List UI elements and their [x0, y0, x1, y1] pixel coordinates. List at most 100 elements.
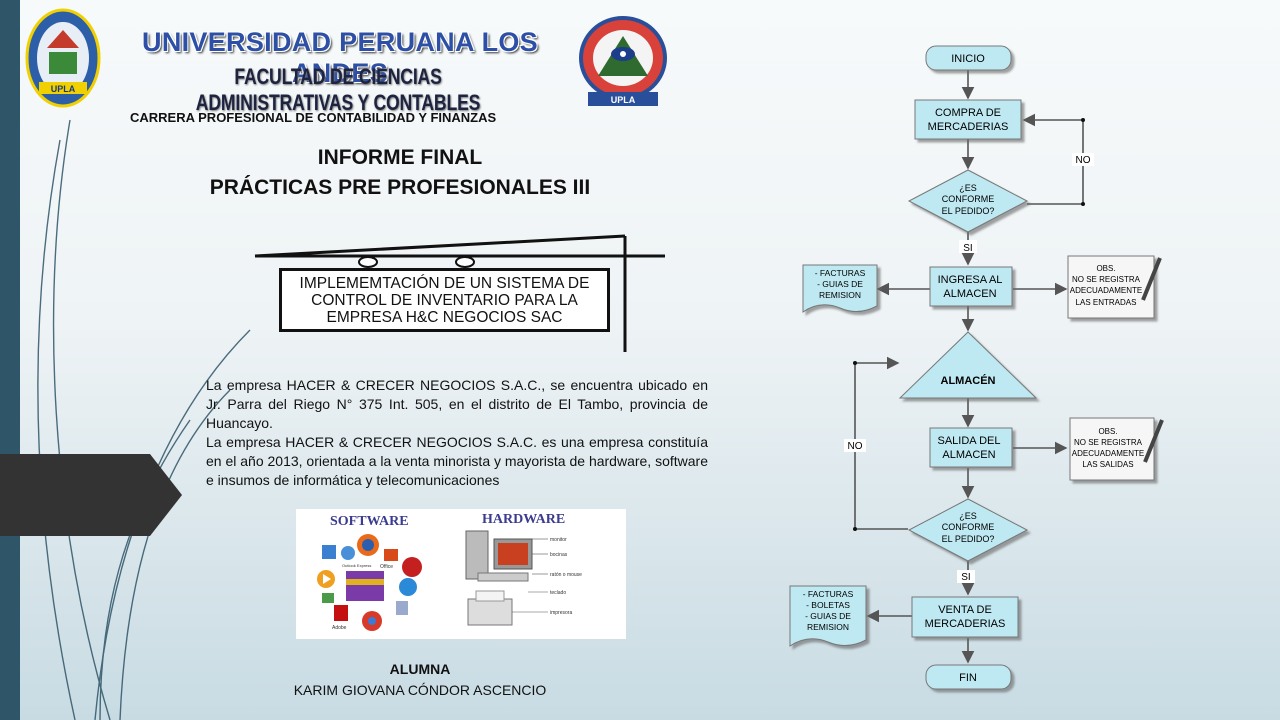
svg-text:teclado: teclado — [550, 590, 566, 596]
svg-text:NO: NO — [848, 441, 863, 452]
university-seal-logo: UPLA — [25, 8, 101, 108]
svg-text:- FACTURAS: - FACTURAS — [815, 268, 866, 278]
svg-text:SI: SI — [961, 572, 970, 583]
svg-text:FIN: FIN — [959, 672, 977, 684]
svg-text:bocinas: bocinas — [550, 552, 568, 558]
flow-observation-2: OBS. NO SE REGISTRA ADECUADAMENTE LAS SA… — [1069, 417, 1164, 481]
svg-text:SI: SI — [963, 243, 972, 254]
flow-label-no-2: NO — [844, 439, 866, 452]
printer-icon — [467, 598, 513, 626]
flow-end-node: FIN — [925, 664, 1012, 690]
inventory-flowchart: INICIO COMPRA DE MERCADERIAS ¿ES CONFORM… — [789, 45, 1164, 690]
left-accent-bar — [0, 0, 20, 720]
hanging-sign-frame — [254, 234, 665, 352]
svg-text:REMISION: REMISION — [807, 622, 849, 632]
faculty-emblem-logo: UPLA — [579, 16, 667, 106]
flow-ingress-node: INGRESA AL ALMACEN — [929, 266, 1013, 307]
svg-text:CONFORME: CONFORME — [942, 194, 995, 204]
topic-line-1: IMPLEMEMTACIÓN DE UN SISTEMA DE — [299, 274, 590, 292]
report-title: INFORME FINAL — [317, 146, 483, 169]
svg-text:¿ES: ¿ES — [959, 511, 977, 521]
svg-text:ALMACÉN: ALMACÉN — [941, 374, 996, 387]
keyboard-icon — [477, 572, 529, 582]
svg-text:UPLA: UPLA — [611, 95, 636, 105]
svg-text:Adobe: Adobe — [332, 625, 347, 631]
dark-tab-shape — [0, 454, 182, 536]
topic-line-2: CONTROL DE INVENTARIO PARA LA — [311, 291, 578, 309]
adobe-icon — [334, 605, 348, 621]
description-paragraph-2: La empresa HACER & CRECER NEGOCIOS S.A.C… — [206, 434, 708, 488]
flow-exit-node: SALIDA DEL ALMACEN — [929, 427, 1013, 468]
software-hardware-image: SOFTWARE HARDWARE Outlook Express Office… — [296, 509, 626, 639]
ie-icon — [399, 578, 417, 596]
winrar-books-icon — [346, 571, 384, 601]
project-topic-box: IMPLEMEMTACIÓN DE UN SISTEMA DE CONTROL … — [279, 268, 610, 332]
flow-decision-2: ¿ES CONFORME EL PEDIDO? — [907, 498, 1029, 562]
flow-decision-1: ¿ES CONFORME EL PEDIDO? — [907, 169, 1029, 233]
svg-text:VENTA DE: VENTA DE — [938, 604, 992, 616]
office-icon — [384, 549, 398, 561]
svg-text:NO SE REGISTRA: NO SE REGISTRA — [1072, 275, 1141, 284]
flow-label-si-2: SI — [957, 570, 975, 583]
files-icon — [322, 593, 334, 603]
flow-purchase-node: COMPRA DE MERCADERIAS — [914, 99, 1022, 140]
topic-line-3: EMPRESA H&C NEGOCIOS SAC — [326, 308, 563, 326]
flow-label-si-1: SI — [959, 240, 977, 254]
svg-text:OBS.: OBS. — [1096, 264, 1115, 273]
svg-text:ADECUADAMENTE: ADECUADAMENTE — [1070, 286, 1142, 295]
recycle-bin-icon — [396, 601, 408, 615]
company-description: La empresa HACER & CRECER NEGOCIOS S.A.C… — [206, 376, 708, 490]
svg-text:NO SE REGISTRA: NO SE REGISTRA — [1074, 438, 1143, 447]
svg-text:EL PEDIDO?: EL PEDIDO? — [942, 206, 995, 216]
svg-text:MERCADERIAS: MERCADERIAS — [925, 618, 1006, 630]
svg-text:REMISION: REMISION — [819, 290, 861, 300]
media-icon — [402, 557, 422, 577]
flow-label-no-1: NO — [1072, 153, 1094, 166]
outlook-icon — [341, 546, 355, 560]
svg-text:CONFORME: CONFORME — [942, 522, 995, 532]
svg-text:INGRESA AL: INGRESA AL — [938, 274, 1003, 286]
svg-text:ratón o mouse: ratón o mouse — [550, 572, 582, 578]
svg-text:INICIO: INICIO — [951, 53, 985, 65]
svg-text:- FACTURAS: - FACTURAS — [803, 589, 854, 599]
windows-icon — [322, 545, 336, 559]
svg-text:¿ES: ¿ES — [959, 183, 977, 193]
svg-text:ADECUADAMENTE: ADECUADAMENTE — [1072, 449, 1144, 458]
pen-icon — [1143, 419, 1164, 463]
svg-text:Office: Office — [380, 564, 393, 570]
flow-start-node: INICIO — [925, 45, 1012, 71]
svg-text:ALMACEN: ALMACEN — [943, 288, 996, 300]
flow-observation-1: OBS. NO SE REGISTRA ADECUADAMENTE LAS EN… — [1067, 255, 1162, 319]
svg-text:LAS SALIDAS: LAS SALIDAS — [1082, 460, 1133, 469]
svg-text:EL PEDIDO?: EL PEDIDO? — [942, 534, 995, 544]
software-label: SOFTWARE — [330, 514, 409, 529]
university-title: UNIVERSIDAD PERUANA LOS ANDES — [142, 27, 538, 88]
svg-text:NO: NO — [1076, 155, 1091, 166]
report-subtitle: PRÁCTICAS PRE PROFESIONALES III — [209, 176, 591, 199]
svg-text:LAS ENTRADAS: LAS ENTRADAS — [1076, 298, 1137, 307]
svg-text:- GUIAS DE: - GUIAS DE — [805, 611, 851, 621]
svg-text:- BOLETAS: - BOLETAS — [806, 600, 850, 610]
svg-text:- GUIAS DE: - GUIAS DE — [817, 279, 863, 289]
flow-documents-2: - FACTURAS - BOLETAS - GUIAS DE REMISION — [789, 585, 867, 647]
career-subtitle: CARRERA PROFESIONAL DE CONTABILIDAD Y FI… — [130, 110, 497, 125]
svg-text:MERCADERIAS: MERCADERIAS — [928, 121, 1009, 133]
student-role: ALUMNA — [389, 661, 451, 677]
description-paragraph-1: La empresa HACER & CRECER NEGOCIOS S.A.C… — [206, 377, 708, 431]
student-name: KARIM GIOVANA CÓNDOR ASCENCIO — [293, 682, 547, 698]
flow-documents-1: - FACTURAS - GUIAS DE REMISION — [802, 264, 878, 313]
svg-text:UPLA: UPLA — [51, 84, 76, 94]
pc-tower-icon — [465, 530, 489, 580]
hardware-label: HARDWARE — [482, 512, 565, 527]
faculty-title: FACULTAD DE CIENCIAS ADMINISTRATIVAS Y C… — [195, 64, 481, 115]
flow-sale-node: VENTA DE MERCADERIAS — [911, 596, 1019, 638]
svg-text:OBS.: OBS. — [1098, 427, 1117, 436]
pen-icon — [1141, 257, 1162, 301]
svg-text:COMPRA DE: COMPRA DE — [935, 107, 1001, 119]
svg-text:Outlook Express: Outlook Express — [342, 563, 371, 568]
svg-text:SALIDA DEL: SALIDA DEL — [938, 435, 1001, 447]
svg-text:ALMACEN: ALMACEN — [942, 449, 995, 461]
flow-warehouse-node: ALMACÉN — [898, 331, 1038, 399]
svg-text:monitor: monitor — [550, 537, 567, 543]
svg-text:impresora: impresora — [550, 610, 572, 616]
